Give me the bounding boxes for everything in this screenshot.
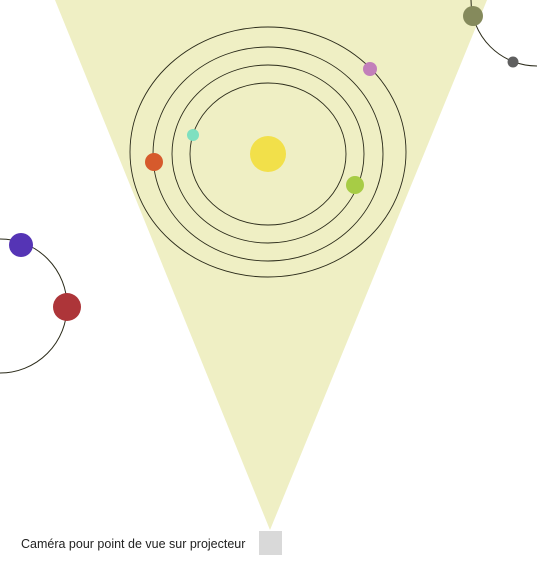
sun [250, 136, 286, 172]
orbit-4 [129, 26, 407, 278]
orange-planet [145, 153, 163, 171]
lime-planet [346, 176, 364, 194]
purple-planet [9, 233, 33, 257]
mint-planet [187, 129, 199, 141]
left-system [0, 233, 81, 374]
red-planet [53, 293, 81, 321]
pink-planet [363, 62, 377, 76]
olive-planet [463, 6, 483, 26]
camera-caption: Caméra pour point de vue sur projecteur [21, 537, 246, 551]
projector-beam [55, 0, 487, 530]
orbit-2 [171, 64, 365, 244]
right-system [463, 0, 537, 68]
camera-viewpoint-button[interactable] [259, 531, 282, 555]
orbit-group [129, 26, 407, 278]
orbit-1 [189, 82, 347, 226]
gray-planet [507, 56, 519, 68]
